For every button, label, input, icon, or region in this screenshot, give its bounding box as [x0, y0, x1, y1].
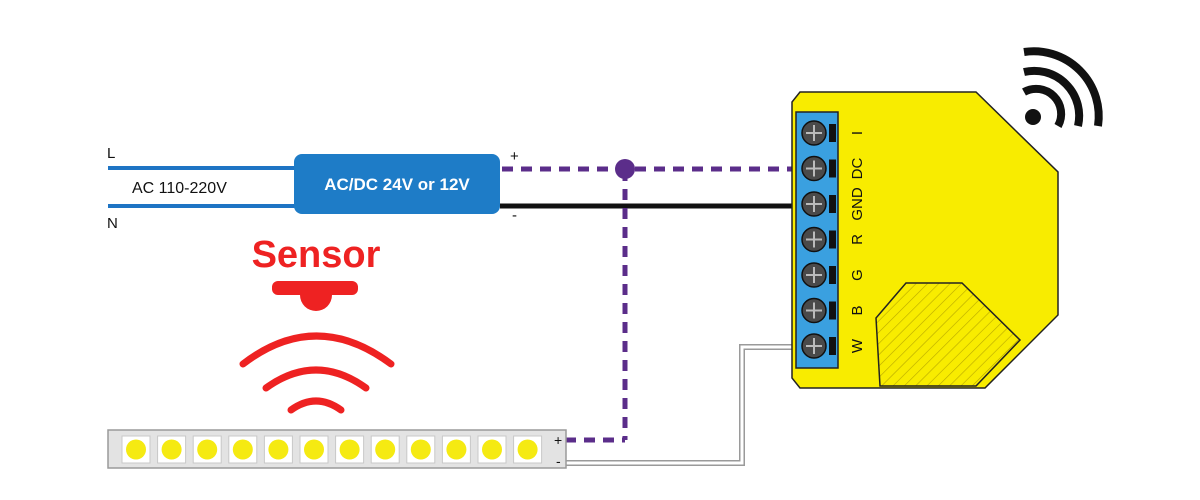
sensor-label: Sensor [252, 234, 381, 276]
wifi-icon [1022, 47, 1103, 128]
dc-positive-dashed-wire [502, 166, 800, 443]
terminal-dc [801, 155, 836, 182]
w-channel-wire-inner [566, 345, 800, 465]
psu-plus-label: + [510, 148, 519, 165]
signal-waves-icon [239, 332, 395, 414]
mains-wires [108, 166, 298, 208]
led [192, 435, 222, 464]
led [121, 435, 151, 464]
terminal-i [801, 120, 836, 146]
controller-module [791, 91, 1059, 389]
led [513, 435, 543, 464]
led [299, 435, 329, 464]
terminal-label-g: G [849, 269, 866, 281]
led [370, 435, 400, 464]
terminal-label-dc: DC [849, 158, 866, 180]
terminal-screws [801, 120, 836, 359]
terminal-gnd [801, 191, 836, 217]
terminal-b [801, 297, 836, 324]
terminal-label-b: B [849, 305, 866, 315]
mains-voltage-label: AC 110-220V [132, 180, 227, 197]
led [263, 435, 293, 464]
led [335, 435, 365, 464]
terminal-label-i: I [849, 131, 866, 135]
led [441, 435, 471, 464]
strip-minus-label: - [556, 453, 561, 469]
terminal-label-w: W [849, 338, 866, 353]
sensor-icon [272, 281, 358, 311]
w-channel-wire-outer [566, 344, 800, 466]
power-supply-box [294, 154, 500, 214]
led [406, 435, 436, 464]
junction-dot [615, 159, 635, 179]
psu-minus-label: - [512, 207, 517, 224]
led-strip-leds [121, 435, 543, 464]
power-supply-label: AC/DC 24V or 12V [324, 175, 470, 194]
terminal-w [801, 333, 836, 359]
terminal-r [801, 226, 836, 253]
terminal-label-gnd: GND [849, 187, 866, 221]
terminal-label-r: R [849, 234, 866, 245]
led [228, 435, 258, 464]
terminal-labels: I DC GND R G B W [849, 131, 866, 353]
terminal-g [801, 262, 836, 288]
led [157, 435, 187, 464]
strip-plus-label: + [554, 432, 562, 448]
neutral-label: N [107, 215, 118, 232]
led [477, 435, 507, 464]
module-hatched-area [875, 282, 1022, 387]
line-label: L [107, 145, 115, 162]
